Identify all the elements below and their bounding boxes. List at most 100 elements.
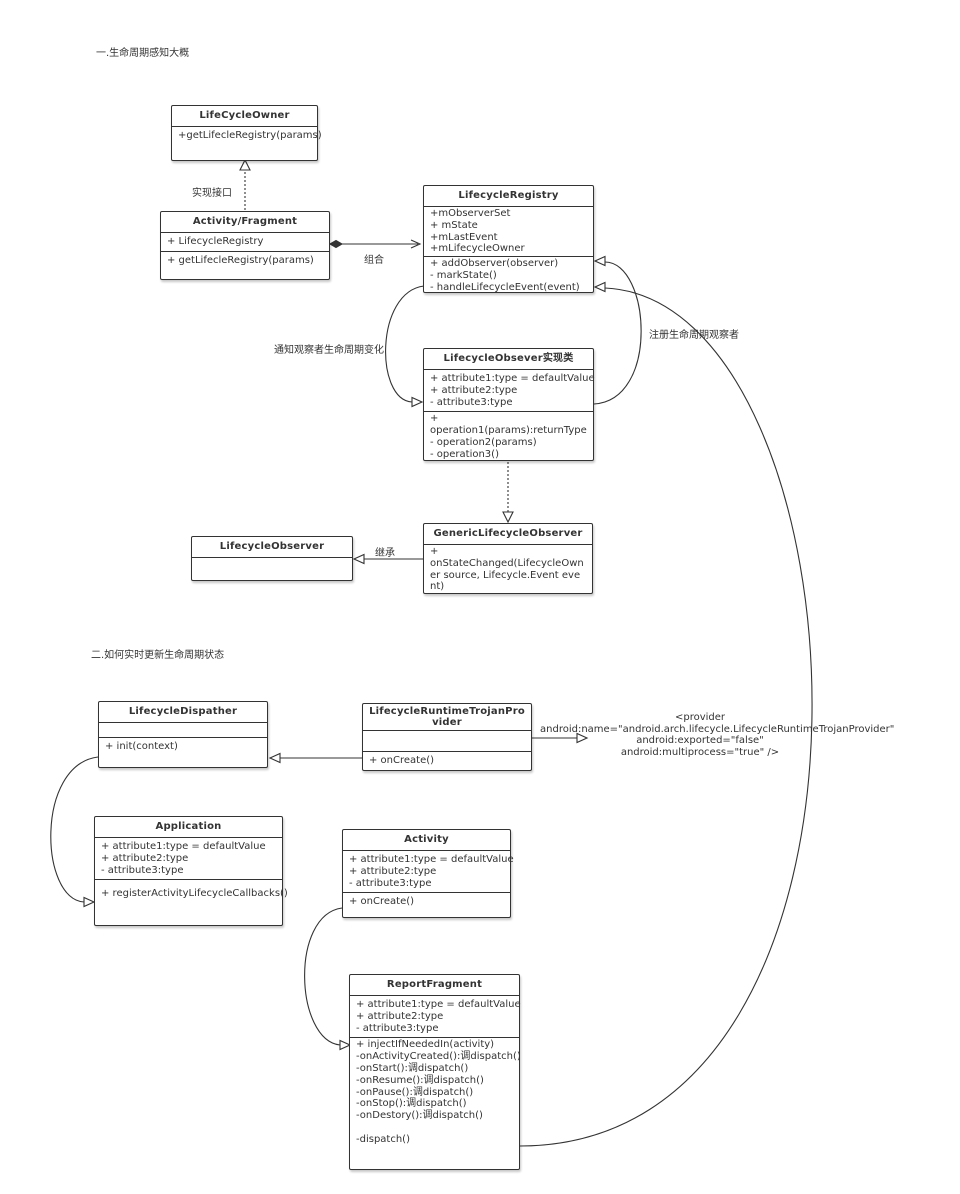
xml-line: android:name="android.arch.lifecycle.Lif… (540, 723, 895, 735)
class-generic-lifecycle-observer[interactable]: GenericLifecycleObserver + onStateChange… (423, 523, 593, 594)
class-trojan-provider[interactable]: LifecycleRuntimeTrojanProvider + onCreat… (362, 703, 532, 771)
attribute-line: - attribute3:type (430, 396, 513, 408)
attribute-line: + attribute1:type = defaultValue (349, 854, 514, 865)
method-line: - operation2(params) (430, 436, 537, 448)
class-application[interactable]: Application + attribute1:type = defaultV… (94, 816, 288, 926)
implements-label: 实现接口 (192, 188, 232, 199)
attribute-line: - attribute3:type (356, 1022, 439, 1034)
method-line: + (430, 413, 439, 425)
method-line: -onPause():调dispatch() (356, 1086, 474, 1098)
method-line: -onActivityCreated():调dispatch() (356, 1051, 521, 1063)
class-methods: + operation1(params):returnType - operat… (424, 412, 593, 463)
class-name: LifecycleRuntimeTrojanProvider (363, 704, 531, 731)
class-methods: + injectIfNeededIn(activity) -onActivity… (350, 1038, 521, 1148)
attribute-line: + mState (430, 219, 478, 231)
section-two-heading: 二.如何实时更新生命周期状态 (91, 650, 225, 661)
attribute-line: + attribute2:type (356, 1010, 444, 1022)
notify-label: 通知观察者生命周期变化 (274, 345, 384, 356)
method-line: + onCreate() (369, 755, 435, 766)
class-name: Activity/Fragment (161, 212, 329, 233)
method-line: -onResume():调dispatch() (356, 1074, 484, 1086)
class-name: GenericLifecycleObserver (424, 524, 592, 545)
class-name: ReportFragment (350, 975, 519, 996)
attribute-line: - attribute3:type (101, 864, 184, 876)
register-connector (593, 261, 642, 405)
class-name: Activity (343, 830, 510, 851)
class-attributes: + LifecycleRegistry (161, 233, 329, 252)
method-line: - operation3() (430, 448, 499, 460)
class-lifecycle-owner[interactable]: LifeCycleOwner +getLifecleRegistry(param… (171, 105, 322, 161)
init-connector (50, 756, 99, 903)
attribute-line: + attribute1:type = defaultValue (430, 373, 595, 384)
method-spacer (356, 1122, 513, 1134)
class-name: LifecycleRegistry (424, 186, 593, 207)
notify-connector (385, 285, 425, 403)
class-methods: + onCreate() (343, 893, 510, 911)
attribute-line: + attribute1:type = defaultValue (356, 999, 521, 1010)
method-line: -dispatch() (356, 1133, 410, 1145)
class-name: Application (95, 817, 282, 838)
method-line: +getLifecleRegistry(params) (178, 130, 322, 141)
method-line: + registerActivityLifecycleCallbacks() (101, 888, 288, 900)
open-arrow-head (410, 239, 422, 249)
open-triangle-arrow (239, 158, 251, 171)
xml-line: android:multiprocess="true" /> (620, 746, 780, 758)
method-line: onStateChanged(LifecycleOwner source, Li… (430, 557, 584, 593)
open-triangle-arrow (83, 896, 96, 908)
class-lifecycle-dispatcher[interactable]: LifecycleDispather + init(context) (98, 701, 268, 768)
attribute-line: +mLifecycleOwner (430, 243, 525, 255)
open-triangle-arrow (411, 396, 424, 408)
class-name: LifecycleObserver (192, 537, 352, 558)
method-line: + addObserver(observer) (430, 258, 559, 270)
composition-label: 组合 (364, 255, 384, 266)
class-activity-fragment[interactable]: Activity/Fragment + LifecycleRegistry + … (160, 211, 330, 280)
open-triangle-arrow (576, 732, 589, 744)
xml-line: android:exported="false" (636, 735, 764, 746)
class-methods: + addObserver(observer) - markState() - … (424, 257, 593, 296)
class-methods: + init(context) (99, 738, 267, 756)
class-observer-impl[interactable]: LifecycleObsever实现类 + attribute1:type = … (423, 348, 595, 463)
filled-diamond (328, 239, 344, 249)
class-report-fragment[interactable]: ReportFragment + attribute1:type = defau… (349, 974, 521, 1170)
open-triangle-arrow (352, 553, 365, 565)
attribute-line: + LifecycleRegistry (167, 236, 264, 247)
method-line: + getLifecleRegistry(params) (167, 254, 314, 266)
attribute-line: + attribute1:type = defaultValue (101, 841, 266, 852)
attribute-line: + attribute2:type (349, 865, 437, 877)
method-line: -onStart():调dispatch() (356, 1062, 469, 1074)
open-triangle-arrow (593, 255, 606, 267)
class-attributes: + attribute1:type = defaultValue + attri… (424, 370, 595, 413)
method-line: + injectIfNeededIn(activity) (356, 1039, 495, 1051)
open-triangle-arrow (593, 281, 606, 293)
attribute-line: +mObserverSet (430, 208, 511, 219)
class-name: LifecycleDispather (99, 702, 267, 723)
attribute-line: + attribute2:type (430, 384, 518, 396)
class-attributes: +mObserverSet + mState +mLastEvent +mLif… (424, 207, 593, 258)
class-lifecycle-registry[interactable]: LifecycleRegistry +mObserverSet + mState… (423, 185, 594, 293)
class-methods: +getLifecleRegistry(params) (172, 127, 322, 145)
open-triangle-arrow (502, 511, 514, 524)
section-one-heading: 一.生命周期感知大概 (96, 48, 190, 59)
class-name: LifecycleObsever实现类 (424, 349, 593, 370)
method-line: + (430, 546, 439, 557)
method-line: + init(context) (105, 741, 178, 752)
method-line: - handleLifecycleEvent(event) (430, 281, 580, 293)
class-lifecycle-observer[interactable]: LifecycleObserver (191, 536, 353, 581)
attribute-line: + attribute2:type (101, 852, 189, 864)
class-methods: + getLifecleRegistry(params) (161, 252, 329, 270)
attribute-line: +mLastEvent (430, 231, 498, 243)
open-triangle-arrow (339, 1039, 352, 1051)
open-triangle-arrow (268, 752, 281, 764)
class-attributes (99, 723, 267, 738)
class-attributes: + attribute1:type = defaultValue + attri… (350, 996, 521, 1039)
class-activity[interactable]: Activity + attribute1:type = defaultValu… (342, 829, 514, 918)
method-line: operation1(params):returnType (430, 425, 587, 437)
class-name: LifeCycleOwner (172, 106, 317, 127)
provider-xml-declaration: <provider android:name="android.arch.lif… (540, 712, 895, 758)
register-label: 注册生命周期观察者 (649, 330, 739, 341)
attribute-line: - attribute3:type (349, 877, 432, 889)
inject-connector (304, 907, 343, 1046)
class-attributes: + attribute1:type = defaultValue + attri… (95, 838, 282, 881)
method-line: -onStop():调dispatch() (356, 1098, 467, 1110)
